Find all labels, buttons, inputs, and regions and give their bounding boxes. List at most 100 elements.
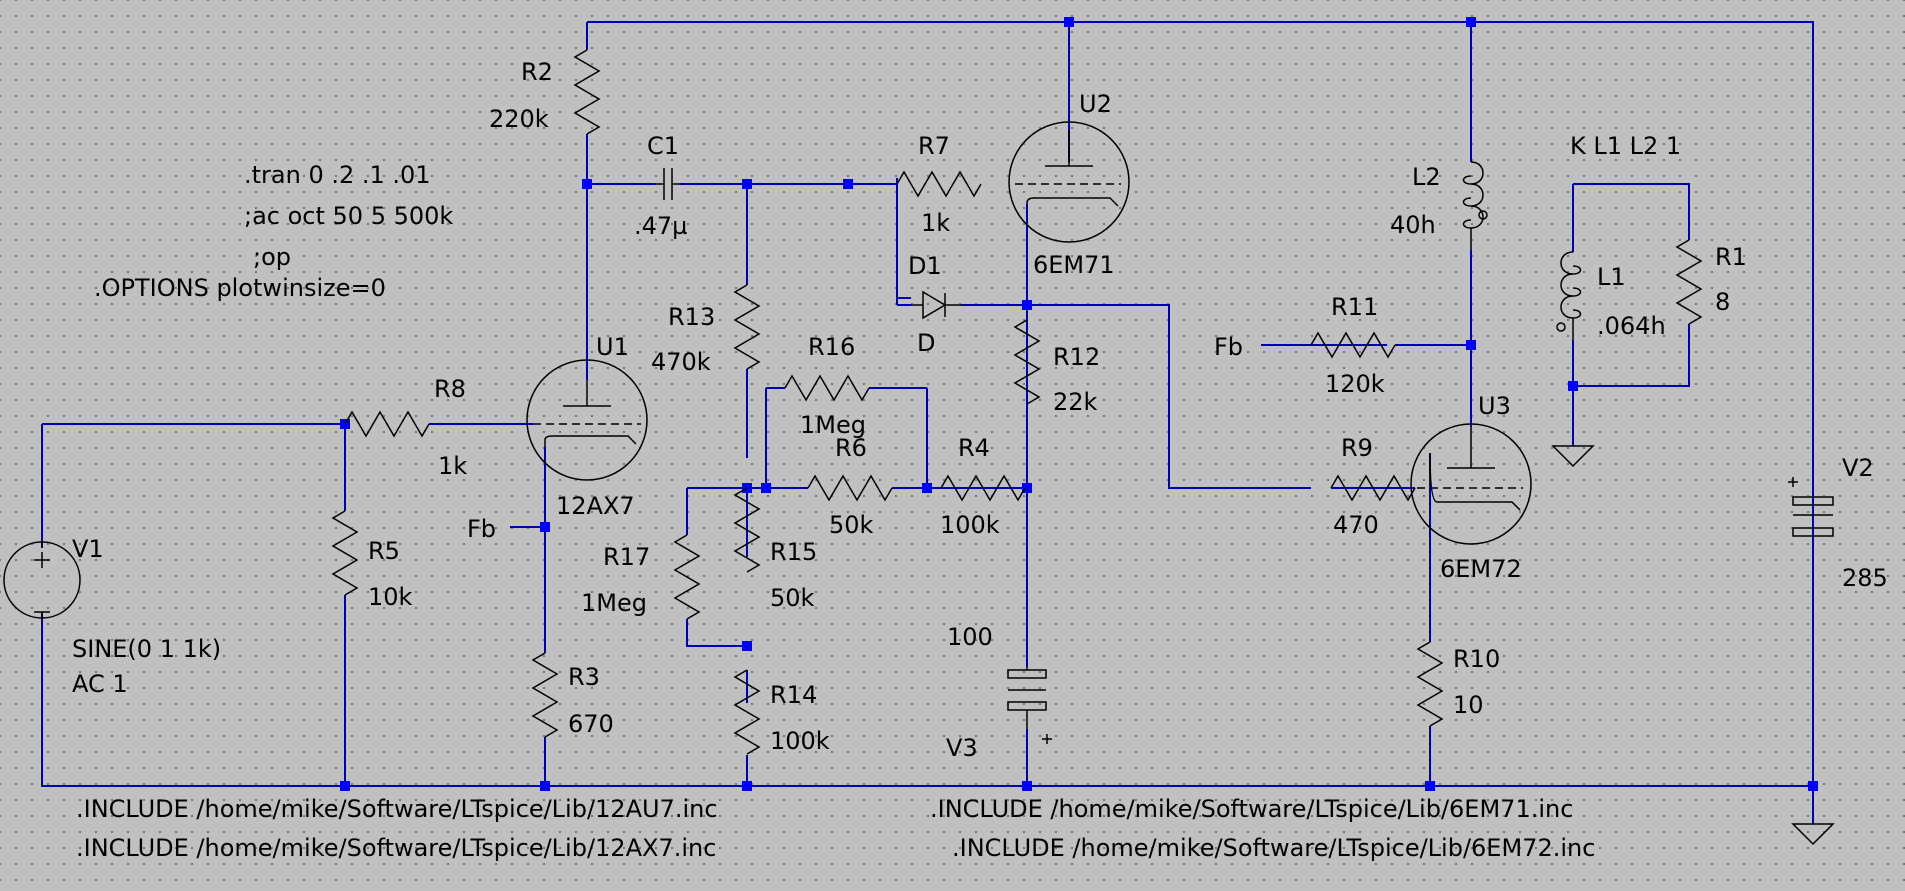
tube-u1[interactable] [526,359,648,481]
u2-name: U2 [1079,90,1112,118]
r13-name: R13 [668,303,715,331]
junction [1466,17,1476,27]
r8-value: 1k [438,452,467,480]
resistor-r5[interactable] [331,510,359,596]
d1-name: D1 [908,252,942,280]
capacitor-c1[interactable] [656,168,680,200]
tube-u3[interactable] [1410,423,1532,545]
ground-l1 [1551,445,1595,468]
labels: .tran 0 .2 .1 .01 ;ac oct 50 5 500k ;op … [72,58,1888,862]
diode-d1[interactable] [911,290,961,320]
junction [1022,483,1032,493]
r7-value: 1k [921,209,950,237]
r14-name: R14 [770,681,817,709]
r17-value: 1Meg [581,589,647,617]
resistor-r1[interactable] [1675,239,1703,325]
u2-value: 6EM71 [1033,251,1115,279]
resistor-r3[interactable] [531,652,559,738]
options-directive[interactable]: .OPTIONS plotwinsize=0 [94,274,386,302]
include-6em71[interactable]: .INCLUDE /home/mike/Software/LTspice/Lib… [930,795,1573,823]
r10-value: 10 [1453,691,1484,719]
resistor-r12[interactable] [1013,319,1041,405]
resistor-r6[interactable] [807,474,893,502]
r3-name: R3 [568,663,600,691]
c1-value: .47µ [634,212,687,240]
junction [1425,781,1435,791]
l2-name: L2 [1412,163,1441,191]
resistor-r9[interactable] [1330,474,1416,502]
junction [1808,781,1818,791]
junction [742,781,752,791]
op-directive[interactable]: ;op [253,243,291,271]
resistor-r14[interactable] [733,669,761,755]
resistor-r15[interactable] [733,487,761,573]
v2-value: 285 [1842,564,1888,592]
r3-value: 670 [568,710,614,738]
v2-name: V2 [1842,454,1874,482]
resistor-r17[interactable] [673,534,701,620]
resistor-r11[interactable] [1310,331,1396,359]
tube-u2[interactable] [1008,121,1130,243]
r11-name: R11 [1331,293,1378,321]
resistor-r16[interactable] [784,374,870,402]
resistor-r8[interactable] [344,410,430,438]
junction [1466,340,1476,350]
resistor-r2[interactable] [573,49,601,135]
include-12au7[interactable]: .INCLUDE /home/mike/Software/LTspice/Lib… [76,795,718,823]
junction [1022,300,1032,310]
battery-v3[interactable] [1007,667,1052,744]
tran-directive[interactable]: .tran 0 .2 .1 .01 [244,161,431,189]
junction [1064,17,1074,27]
resistor-r7[interactable] [896,170,982,198]
v1-name: V1 [72,535,104,563]
ac-directive[interactable]: ;ac oct 50 5 500k [244,202,453,230]
v3-name: V3 [946,734,978,762]
r6-name: R6 [835,434,867,462]
junction [1022,781,1032,791]
d1-value: D [917,329,935,357]
fb-net-label-u1: Fb [467,515,496,543]
u1-name: U1 [596,333,629,361]
l2-value: 40h [1390,211,1436,239]
junction [540,781,550,791]
include-6em72[interactable]: .INCLUDE /home/mike/Software/LTspice/Lib… [952,834,1595,862]
r16-name: R16 [808,333,855,361]
coupling-directive[interactable]: K L1 L2 1 [1570,132,1681,160]
source-v1[interactable] [3,541,81,619]
r14-value: 100k [770,727,830,755]
battery-v2[interactable] [1788,477,1834,537]
fb-net-label-r11: Fb [1214,333,1243,361]
junction [340,781,350,791]
r4-name: R4 [958,434,990,462]
r17-name: R17 [603,543,650,571]
r7-name: R7 [918,132,950,160]
r2-value: 220k [489,105,549,133]
inductor-l2[interactable] [1462,161,1488,250]
resistor-r13[interactable] [733,284,761,370]
junction [742,179,752,189]
r9-name: R9 [1341,434,1373,462]
u3-name: U3 [1478,392,1511,420]
include-12ax7[interactable]: .INCLUDE /home/mike/Software/LTspice/Lib… [76,834,716,862]
l1-value: .064h [1597,312,1666,340]
junction [761,483,771,493]
resistor-r4[interactable] [940,474,1026,502]
resistor-r10[interactable] [1416,641,1444,727]
r15-name: R15 [770,538,817,566]
r1-value: 8 [1715,288,1730,316]
r12-name: R12 [1053,343,1100,371]
r6-value: 50k [829,511,874,539]
u3-value: 6EM72 [1440,555,1522,583]
r4-value: 100k [940,511,1000,539]
r1-name: R1 [1715,243,1747,271]
junction [742,641,752,651]
junction [540,522,550,532]
inductor-l1[interactable] [1556,251,1582,340]
r5-value: 10k [368,583,413,611]
r15-value: 50k [770,584,815,612]
c1-name: C1 [647,132,679,160]
r8-name: R8 [434,375,466,403]
r12-value: 22k [1053,388,1098,416]
junction [1568,381,1578,391]
